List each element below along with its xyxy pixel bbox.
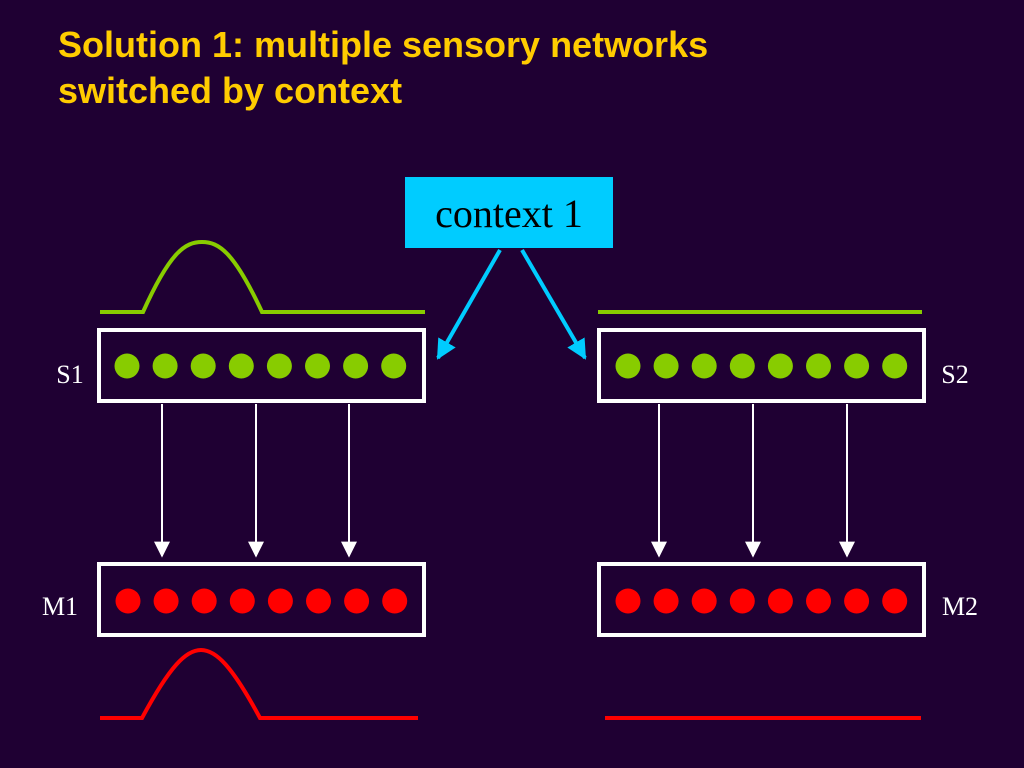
context-box — [405, 177, 613, 248]
s1-label: S1 — [56, 360, 83, 389]
m1-network-box — [97, 562, 426, 637]
m1-unit — [267, 588, 293, 614]
s1-network-box — [97, 328, 426, 403]
m1-unit — [191, 588, 217, 614]
m1-unit — [306, 588, 331, 614]
m2-unit — [767, 588, 793, 614]
s2-unit — [882, 353, 908, 379]
m1-unit — [382, 588, 408, 614]
s1-unit — [228, 353, 254, 379]
m2-unit — [882, 588, 908, 614]
m2-label: M2 — [942, 592, 978, 621]
context-arrow-s1 — [436, 249, 502, 360]
m2-unit — [615, 588, 641, 614]
m1-unit — [344, 588, 370, 614]
s1-units — [114, 353, 407, 379]
m2-unit — [729, 588, 755, 614]
m2-units — [615, 588, 908, 614]
s2-unit — [653, 353, 679, 379]
s1-unit — [114, 353, 140, 379]
s2-network-box — [597, 328, 926, 403]
context-label: context 1 — [435, 191, 583, 236]
m1-activity-curve — [100, 647, 418, 720]
s2-units — [615, 353, 908, 379]
m1-units — [115, 588, 408, 614]
s2-unit — [767, 353, 793, 379]
s1-activity-curve — [100, 239, 425, 314]
m2-unit — [653, 588, 679, 614]
s2-unit — [844, 353, 870, 379]
context-arrow-s2 — [520, 248, 587, 360]
slide-title: Solution 1: multiple sensory networks sw… — [58, 22, 958, 114]
m2-unit — [844, 588, 870, 614]
s1-unit — [266, 353, 292, 379]
s2-label: S2 — [941, 360, 968, 389]
m2-unit — [806, 588, 831, 614]
s2-unit — [691, 353, 717, 379]
s2-unit — [729, 353, 755, 379]
m1-unit — [115, 588, 141, 614]
title-line-1: Solution 1: multiple sensory networks — [58, 24, 709, 65]
m1-unit — [229, 588, 255, 614]
m2-network-box — [597, 562, 926, 637]
s2-unit — [615, 353, 641, 379]
title-line-2: switched by context — [58, 70, 403, 111]
s1-unit — [190, 353, 216, 379]
s1-unit — [343, 353, 369, 379]
m1-unit — [153, 588, 179, 614]
s1-unit — [381, 353, 407, 379]
m2-unit — [691, 588, 717, 614]
m1-label: M1 — [42, 592, 78, 621]
s2-unit — [806, 353, 831, 379]
s1-unit — [152, 353, 178, 379]
s1-unit — [305, 353, 330, 379]
